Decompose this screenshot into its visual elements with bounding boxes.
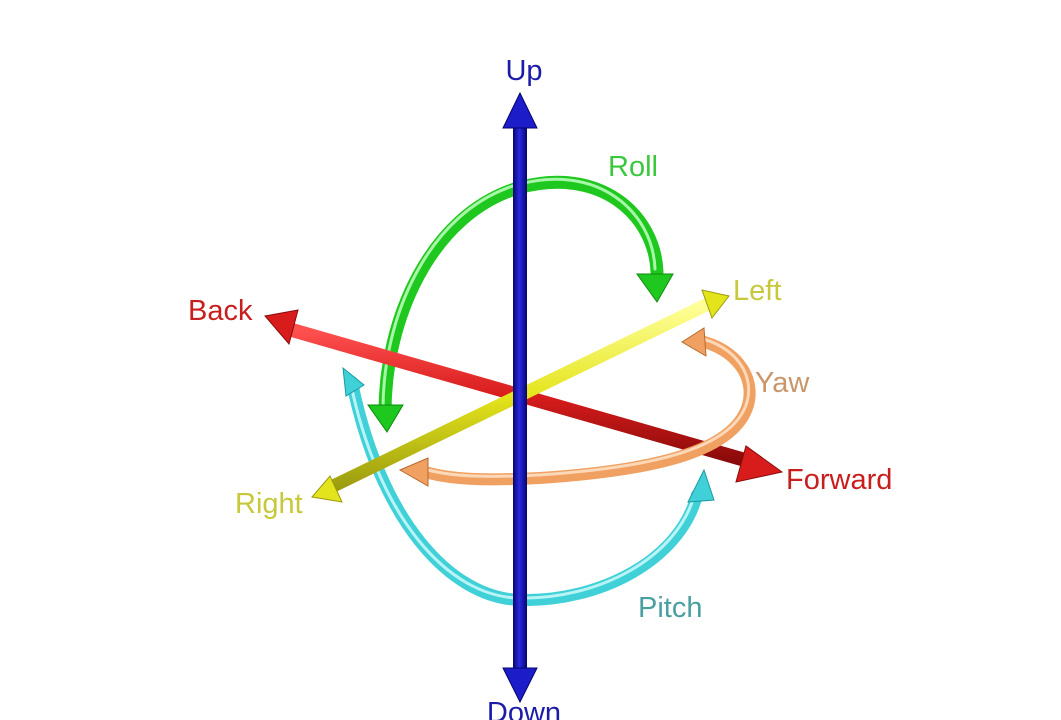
label-left: Left — [733, 275, 781, 307]
roll-arrowhead-right — [636, 273, 674, 303]
label-forward: Forward — [786, 464, 892, 496]
pitch-arrowhead-right — [687, 468, 715, 503]
yaw-arrow — [398, 327, 756, 487]
label-right: Right — [235, 488, 303, 520]
label-yaw: Yaw — [755, 367, 810, 399]
label-roll: Roll — [608, 151, 658, 183]
up-down-axis — [502, 91, 538, 704]
yaw-arc-highlight — [422, 335, 751, 478]
label-pitch: Pitch — [638, 592, 702, 624]
label-back: Back — [188, 295, 253, 327]
up-arrowhead — [502, 91, 538, 129]
right-arrowhead — [311, 475, 343, 503]
pitch-arrowhead-top — [342, 366, 365, 397]
yaw-arrowhead-left — [398, 457, 429, 487]
label-down: Down — [487, 697, 561, 720]
roll-arc-highlight — [381, 177, 657, 411]
roll-arrow — [367, 175, 674, 433]
down-arrowhead — [502, 667, 538, 704]
roll-arrowhead-left — [367, 404, 404, 433]
left-arrowhead — [701, 289, 730, 320]
forward-arrowhead — [735, 445, 784, 483]
yaw-arrowhead-top — [681, 327, 707, 357]
back-arrowhead — [264, 309, 299, 346]
label-up: Up — [505, 55, 542, 87]
